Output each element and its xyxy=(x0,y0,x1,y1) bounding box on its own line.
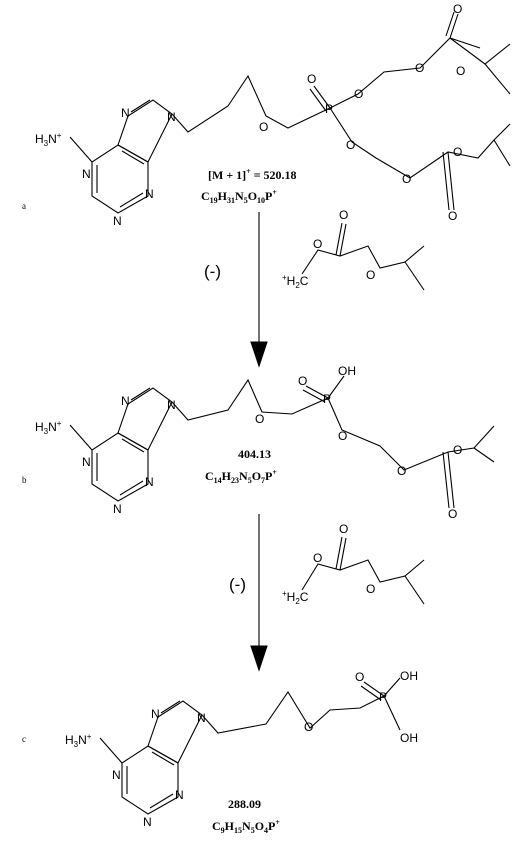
structure-b xyxy=(69,375,495,509)
carbonyl-o2-label-a: O xyxy=(448,209,457,223)
reaction-arrowhead-1 xyxy=(250,341,268,368)
n9-label-c: N xyxy=(197,711,206,725)
formula-a: C19H31N5O10P+ xyxy=(201,188,277,205)
n7-label-b: N xyxy=(121,394,130,408)
loss-sign-1: (-) xyxy=(204,262,221,281)
lost-carbonyl-label-1: O xyxy=(339,208,348,222)
carbonyl-o-label-b: O xyxy=(448,507,457,521)
imidazole-ring-a xyxy=(117,99,173,163)
isopropyl-o2-label-a: O xyxy=(453,145,462,159)
atom-labels-a: H3N+ N N N N N O O P O O O O O O O O xyxy=(35,2,465,228)
formula-b: C14H23N5O7P+ xyxy=(205,468,277,485)
methylene-label-2: +H2C xyxy=(282,589,309,606)
methylene-label-1: +H2C xyxy=(282,273,309,290)
hydroxyl1-label-c: OH xyxy=(400,669,418,683)
mass-label-b: 404.13 xyxy=(238,447,271,461)
loss-sign-2: (-) xyxy=(229,575,246,594)
panel-letter-c: c xyxy=(22,734,26,744)
mass-label-c: 288.09 xyxy=(228,797,261,811)
ester-o-label-b: O xyxy=(338,429,347,443)
structure-c xyxy=(99,677,401,815)
n9-neighbor-label-b: N xyxy=(145,475,154,489)
imidazole-ring-c xyxy=(147,700,203,764)
structure-a xyxy=(69,11,511,214)
n7-label-c: N xyxy=(151,707,160,721)
ether-o-label-b: O xyxy=(255,412,264,426)
amine-label-b: H3N+ xyxy=(35,419,62,436)
n9-label-a: N xyxy=(167,110,176,124)
n3-label-a: N xyxy=(113,214,122,228)
lost-o1-label-2: O xyxy=(313,551,322,565)
phosphorus-label-b: P xyxy=(323,392,331,406)
atom-labels-b: H3N+ N N N N N O O P OH O O O O xyxy=(35,364,462,521)
lost-o2-label-2: O xyxy=(366,582,375,596)
imidazole-ring-b xyxy=(117,387,173,451)
hydroxyl2-label-c: OH xyxy=(400,731,418,745)
n9-neighbor-label-c: N xyxy=(175,788,184,802)
n1-label-a: N xyxy=(82,167,91,181)
lost-o1-label-1: O xyxy=(313,237,322,251)
n1-label-c: N xyxy=(112,768,121,782)
atom-labels-c: H3N+ N N N N N O O P OH OH xyxy=(65,669,418,829)
lost-fragment-2: +H2C O O O xyxy=(282,522,425,606)
reaction-arrowhead-2 xyxy=(250,645,268,672)
ester-o1-label-a: O xyxy=(354,87,363,101)
phosphoryl-o-label-a: O xyxy=(307,72,316,86)
n9-label-b: N xyxy=(167,398,176,412)
pyrimidine-ring-c xyxy=(121,745,179,815)
lost-fragment-1: +H2C O O O xyxy=(282,208,425,291)
pyrimidine-ring-a xyxy=(91,144,149,214)
carbonate-o-label-b: O xyxy=(397,464,406,478)
panel-letter-b: b xyxy=(22,475,27,485)
n1-label-b: N xyxy=(82,455,91,469)
lost-carbonyl-label-2: O xyxy=(339,522,348,536)
isopropyl-o1-label-a: O xyxy=(456,64,465,78)
phosphoryl-o-label-b: O xyxy=(298,374,307,388)
ester-o2-label-a: O xyxy=(346,138,355,152)
formula-c: C9H15N5O4P+ xyxy=(212,818,280,835)
amine-label-c: H3N+ xyxy=(65,732,92,749)
n3-label-b: N xyxy=(113,502,122,516)
pyrimidine-ring-b xyxy=(91,432,149,502)
phosphorus-label-c: P xyxy=(379,690,387,704)
ether-o-label-a: O xyxy=(259,120,268,134)
n3-label-c: N xyxy=(143,815,152,829)
carbonate-o2-label-a: O xyxy=(402,172,411,186)
n7-label-a: N xyxy=(121,106,130,120)
carbonyl-o1-label-a: O xyxy=(453,2,462,16)
mass-label-a: [M + 1]+ = 520.18 xyxy=(208,167,297,182)
phosphoryl-o-label-c: O xyxy=(355,670,364,684)
ether-o-label-c: O xyxy=(304,720,313,734)
amine-label-a: H3N+ xyxy=(35,131,62,148)
phosphorus-label-a: P xyxy=(325,102,333,116)
panel-letter-a: a xyxy=(22,201,26,211)
hydroxyl-label-b: OH xyxy=(338,364,356,378)
n9-neighbor-label-a: N xyxy=(145,187,154,201)
isopropyl-o-label-b: O xyxy=(453,443,462,457)
lost-o2-label-1: O xyxy=(366,268,375,282)
carbonate-o1-label-a: O xyxy=(415,61,424,75)
